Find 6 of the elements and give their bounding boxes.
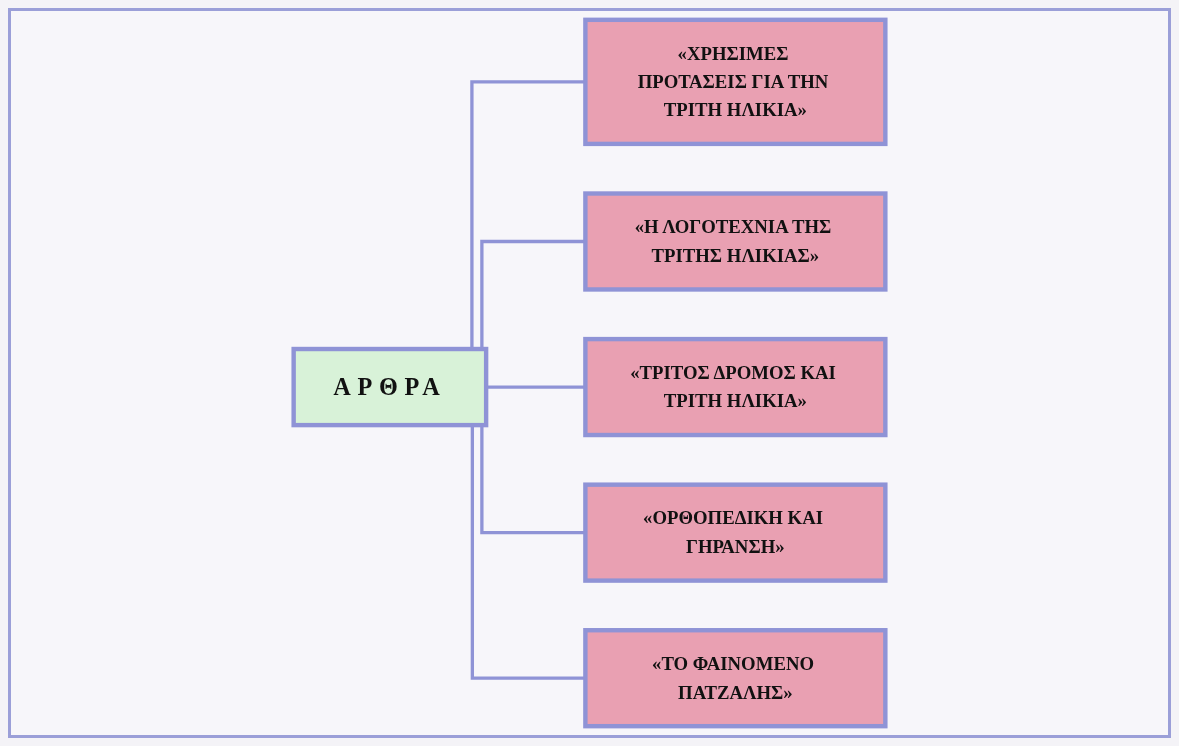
node-box: «ΤΡΙΤΟΣ ΔΡΟΜΟΣ ΚΑΙ ΤΡΙΤΗ ΗΛΙΚΙΑ»: [583, 336, 888, 438]
node-box: «ΟΡΘΟΠΕΔΙΚΗ ΚΑΙ ΓΗΡΑΝΣΗ»: [583, 482, 888, 583]
node-box: «ΧΡΗΣΙΜΕΣ ΠΡΟΤΑΣΕΙΣ ΓΙΑ ΤΗΝ ΤΡΙΤΗ ΗΛΙΚΙΑ»: [583, 17, 888, 147]
node-box: «Η ΛΟΓΟΤΕΧΝΙΑ ΤΗΣ ΤΡΙΤΗΣ ΗΛΙΚΙΑΣ»: [583, 191, 888, 292]
node-box: ΑΡΘΡΑ: [291, 346, 489, 428]
node-box: «ΤΟ ΦΑΙΝΟΜΕΝΟ ΠΑΤΖΑΛΗΣ»: [583, 628, 888, 729]
